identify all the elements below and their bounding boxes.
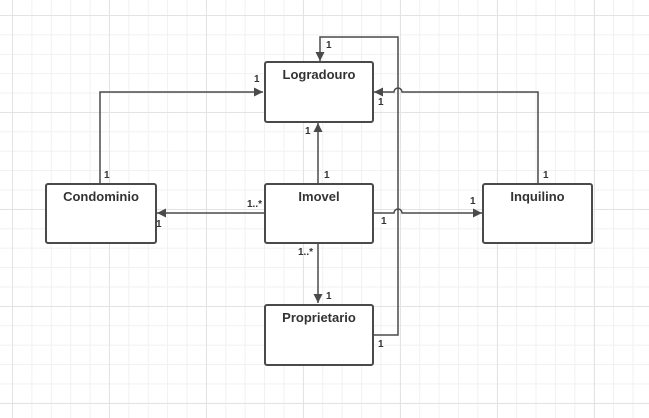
entity-logradouro[interactable]: Logradouro: [264, 61, 374, 123]
entity-imovel[interactable]: Imovel: [264, 183, 374, 244]
multiplicity-inquilino-top: 1: [543, 170, 549, 181]
multiplicity-condominio-right: 1: [156, 219, 162, 230]
connector-condominio-logradouro: [99, 87, 263, 184]
multiplicity-logradouro-bottom: 1: [305, 126, 311, 137]
multiplicity-proprietario-top: 1: [326, 291, 332, 302]
multiplicity-proprietario-right: 1: [378, 339, 384, 350]
entity-logradouro-name: Logradouro: [282, 67, 356, 82]
entity-imovel-name: Imovel: [298, 189, 340, 204]
connector-imovel-inquilino: [373, 208, 482, 218]
multiplicity-logradouro-right: 1: [378, 97, 384, 108]
connector-proprietario-logradouro: [315, 36, 399, 336]
connector-inquilino-logradouro: [374, 87, 539, 184]
multiplicity-imovel-bottom: 1..*: [298, 247, 314, 258]
entity-condominio[interactable]: Condominio: [45, 183, 157, 244]
entity-proprietario-name: Proprietario: [282, 310, 356, 325]
entity-inquilino-name: Inquilino: [510, 189, 565, 204]
multiplicity-imovel-right: 1: [381, 216, 387, 227]
entity-inquilino[interactable]: Inquilino: [482, 183, 593, 244]
multiplicity-logradouro-top: 1: [326, 40, 332, 51]
multiplicity-logradouro-left: 1: [254, 74, 260, 85]
multiplicity-imovel-top: 1: [324, 170, 330, 181]
entity-proprietario[interactable]: Proprietario: [264, 304, 374, 366]
entity-condominio-name: Condominio: [63, 189, 139, 204]
multiplicity-inquilino-left: 1: [470, 196, 476, 207]
multiplicity-imovel-left: 1..*: [247, 199, 263, 210]
multiplicity-condominio-top: 1: [104, 170, 110, 181]
